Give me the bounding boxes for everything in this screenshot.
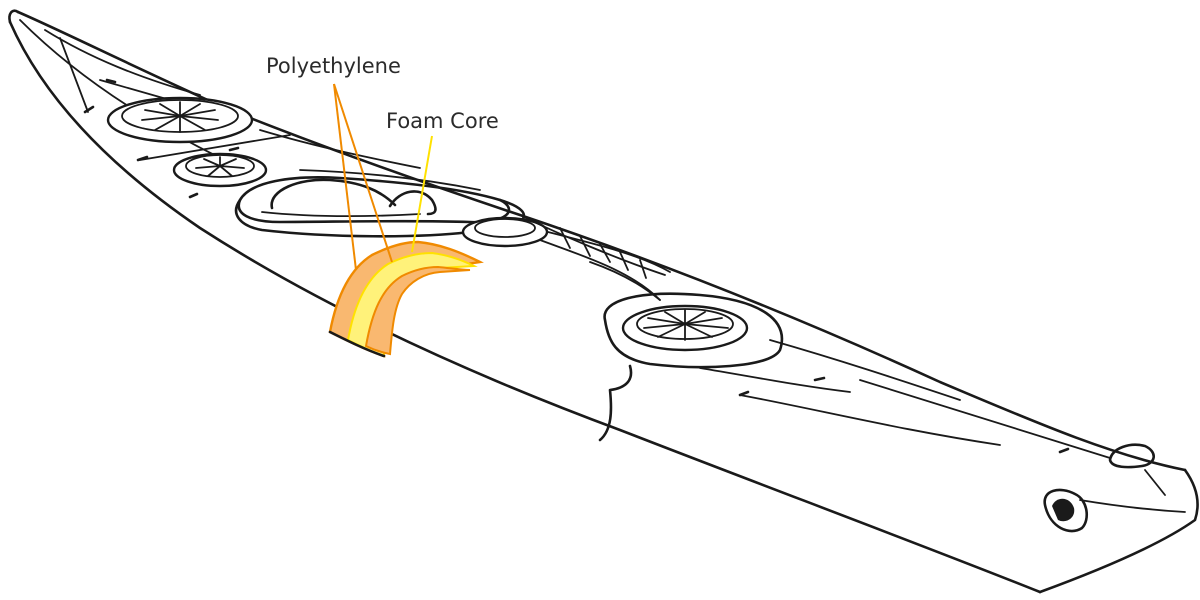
polyethylene-leader-inner [333, 83, 393, 263]
polyethylene-label: Polyethylene [266, 54, 401, 78]
deck-rigging [44, 29, 1111, 459]
hull-cross-section [328, 240, 484, 358]
day-hatch [172, 152, 268, 188]
front-hatch [106, 96, 254, 144]
cockpit [234, 176, 526, 238]
rear-hatch [603, 292, 784, 369]
deck-bungee [519, 214, 666, 301]
foam-core-leader [411, 135, 433, 253]
polyethylene-leaders [333, 83, 393, 271]
kayak-hull [8, 9, 1199, 594]
polyethylene-leader-outer [333, 83, 357, 271]
foam-core-leaders [411, 135, 433, 253]
center-hatch [461, 216, 549, 248]
foam-core-label: Foam Core [386, 109, 499, 133]
stern-handle [1043, 443, 1186, 533]
polyethylene-inner-band [364, 265, 471, 356]
cutaway-section [598, 364, 633, 442]
